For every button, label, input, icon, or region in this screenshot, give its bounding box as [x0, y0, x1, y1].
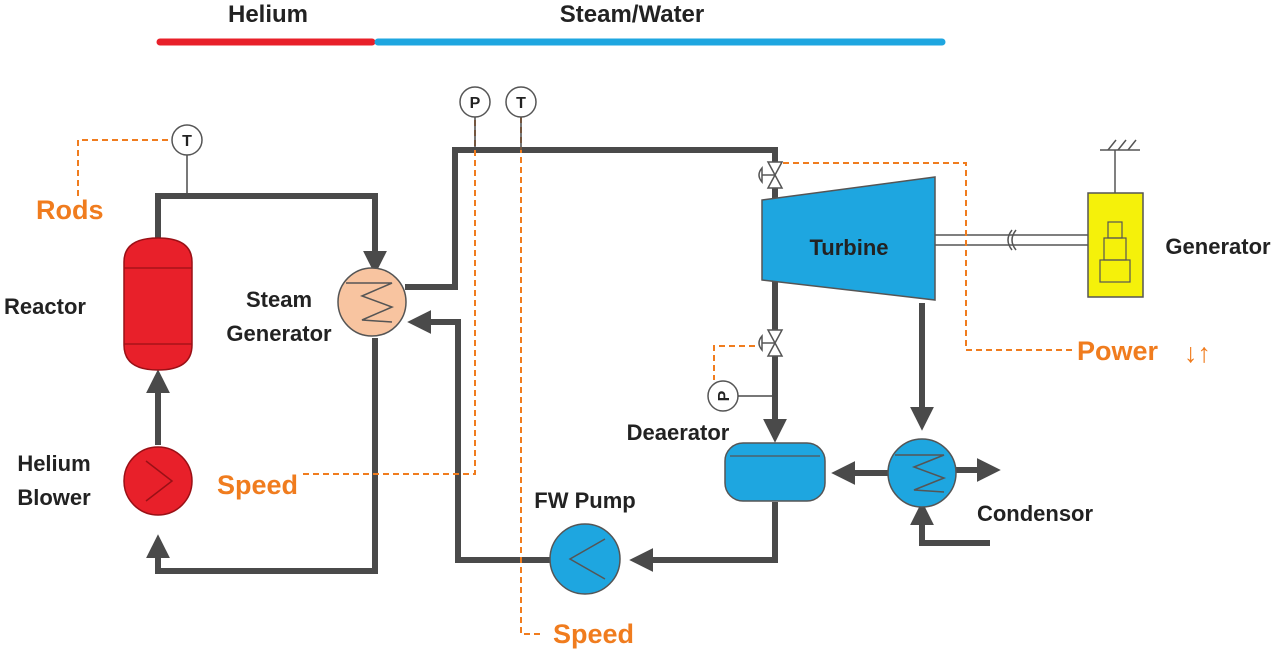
legend-helium-label: Helium — [228, 1, 308, 28]
reactor-vessel[interactable] — [123, 237, 193, 371]
steam-generator[interactable] — [337, 267, 407, 337]
sg-pressure-symbol: P — [470, 95, 481, 112]
blower-speed-control-label: Speed — [217, 470, 298, 500]
rods-control-label: Rods — [36, 195, 104, 225]
condensor-label: Condensor — [977, 501, 1094, 526]
reactor-temp-symbol: T — [182, 133, 192, 150]
sg-temp-sensor[interactable]: T — [505, 86, 537, 150]
deaerator-pressure-symbol: P — [716, 390, 733, 401]
deaerator-pressure-sensor[interactable]: P — [707, 380, 775, 412]
reactor-to-sg-pipe — [155, 193, 387, 275]
feedwater-pipe — [407, 310, 550, 563]
power-up-down-arrows: ↓↑ — [1184, 338, 1211, 368]
steam-generator-label-line2: Generator — [226, 321, 332, 346]
power-signal-line — [783, 162, 1072, 351]
helium-blower[interactable] — [123, 446, 193, 516]
reactor-label: Reactor — [4, 294, 86, 319]
deaerator-tank[interactable] — [724, 442, 826, 502]
pump-speed-signal-line — [520, 117, 541, 635]
turbine-inlet-valve[interactable] — [758, 161, 784, 189]
sg-return-pipe — [155, 338, 378, 574]
rods-signal-line — [77, 139, 171, 196]
steam-generator-label-line1: Steam — [246, 287, 312, 312]
fw-pump-label: FW Pump — [534, 488, 635, 513]
legend-steam-water-label: Steam/Water — [560, 1, 705, 28]
helium-blower-label-line2: Blower — [17, 485, 91, 510]
fw-pump[interactable] — [549, 523, 621, 595]
turbine[interactable] — [761, 176, 936, 301]
reactor-temp-sensor[interactable]: T — [171, 124, 203, 196]
pump-speed-control-label: Speed — [553, 619, 634, 649]
turbine-shaft — [935, 229, 1088, 251]
electric-generator[interactable] — [1087, 139, 1144, 298]
helium-blower-label-line1: Helium — [17, 451, 90, 476]
sg-temp-symbol: T — [516, 95, 526, 112]
deaerator-to-pump-pipe — [629, 502, 778, 572]
deaerator-label: Deaerator — [627, 420, 730, 445]
power-control-label: Power — [1077, 336, 1159, 366]
sg-pressure-sensor[interactable]: P — [459, 86, 491, 150]
turbine-label: Turbine — [809, 235, 888, 260]
condensor[interactable] — [887, 438, 957, 508]
extraction-valve[interactable] — [758, 329, 784, 357]
cooling-water-inlet-pipe — [910, 501, 990, 546]
main-steam-pipe — [405, 147, 778, 290]
blower-speed-signal-line — [303, 117, 476, 475]
deaerator-pressure-signal-line — [713, 345, 755, 380]
generator-label: Generator — [1165, 234, 1271, 259]
